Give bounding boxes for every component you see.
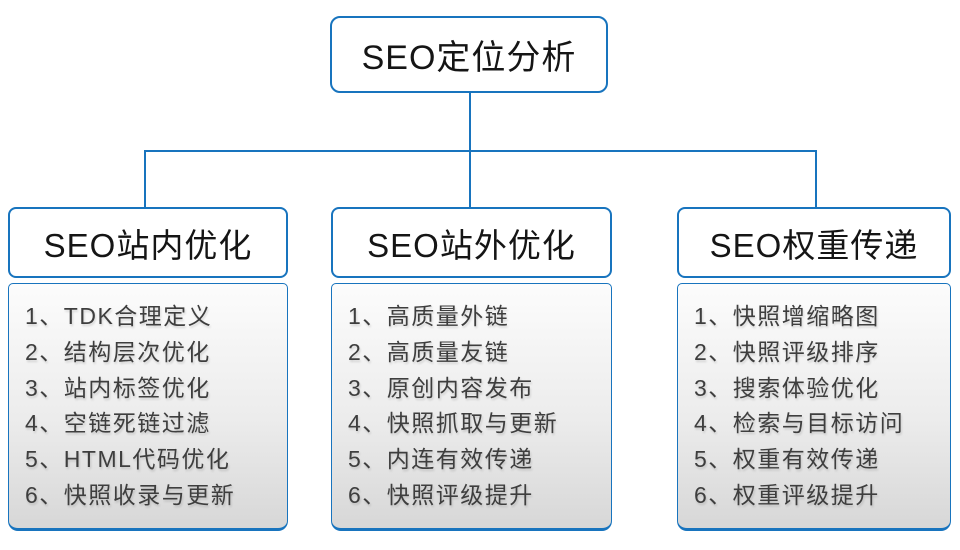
connector-drop-right [815,150,817,208]
list-item: 3、原创内容发布 [348,374,534,401]
list-item: 4、快照抓取与更新 [348,410,559,437]
list-item: 1、TDK合理定义 [25,303,213,329]
list-item: 5、HTML代码优化 [25,446,231,473]
list-item: 4、空链死链过滤 [25,410,211,437]
list-item: 3、搜索体验优化 [694,374,880,401]
list-item: 2、高质量友链 [348,338,510,365]
root-node-label: SEO定位分析 [361,39,577,77]
branch-onsite-header: SEO站内优化 [8,207,288,278]
connector-drop-center [469,150,471,208]
branch-offsite-list: 1、高质量外链 2、高质量友链 3、原创内容发布 4、快照抓取与更新 5、内连有… [331,283,612,531]
list-item: 2、结构层次优化 [25,338,211,365]
list-item: 6、快照收录与更新 [25,481,236,508]
branch-offsite-header: SEO站外优化 [331,207,612,278]
list-item: 6、权重评级提升 [694,481,880,508]
branch-offsite-label: SEO站外优化 [367,226,576,264]
list-item: 2、快照评级排序 [694,338,880,365]
connector-drop-left [144,150,146,208]
list-item: 1、高质量外链 [348,303,510,329]
list-item: 5、权重有效传递 [694,446,880,473]
connector-horizontal [144,150,817,152]
branch-weight-label: SEO权重传递 [709,226,919,264]
list-item: 3、站内标签优化 [25,374,211,401]
branch-weight-list: 1、快照增缩略图 2、快照评级排序 3、搜索体验优化 4、检索与目标访问 5、权… [677,283,951,531]
root-node: SEO定位分析 [330,16,608,93]
branch-onsite-label: SEO站内优化 [43,226,253,264]
branch-weight: SEO权重传递 1、快照增缩略图 2、快照评级排序 3、搜索体验优化 4、检索与… [677,207,951,531]
connector-root-stem [469,93,471,151]
branch-onsite: SEO站内优化 1、TDK合理定义 2、结构层次优化 3、站内标签优化 4、空链… [8,207,288,531]
branch-onsite-list: 1、TDK合理定义 2、结构层次优化 3、站内标签优化 4、空链死链过滤 5、H… [8,283,288,531]
list-item: 6、快照评级提升 [348,481,534,508]
branch-offsite: SEO站外优化 1、高质量外链 2、高质量友链 3、原创内容发布 4、快照抓取与… [331,207,612,531]
list-item: 1、快照增缩略图 [694,303,880,329]
branch-weight-header: SEO权重传递 [677,207,951,278]
list-item: 5、内连有效传递 [348,446,534,473]
list-item: 4、检索与目标访问 [694,410,905,437]
